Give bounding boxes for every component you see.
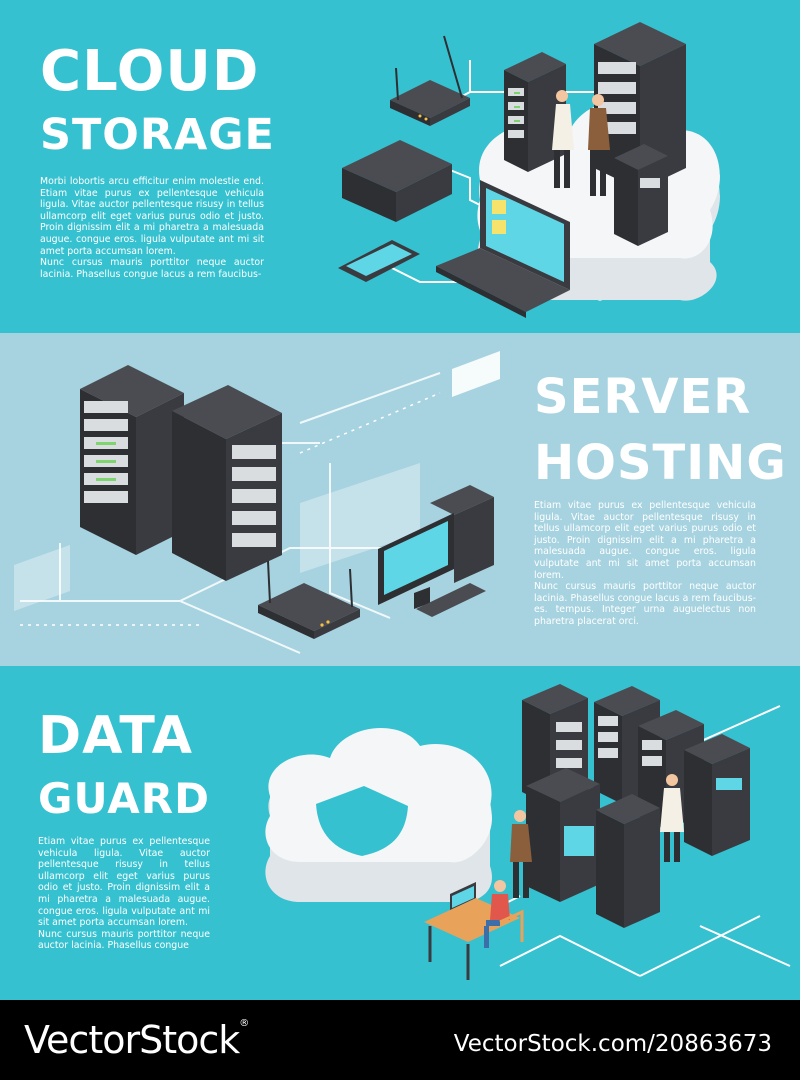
dashed-data-lines — [20, 392, 441, 626]
vectorstock-logo: VectorStock® — [24, 1018, 249, 1062]
cloud-storage-title-line2: STORAGE — [40, 110, 275, 160]
data-guard-description: Etiam vitae purus ex pellentesque vehicu… — [38, 836, 210, 952]
data-guard-paragraph-2: Nunc cursus mauris porttitor neque aucto… — [38, 928, 210, 952]
watermark-footer: VectorStock® VectorStock.com/20863673 — [0, 1000, 800, 1080]
registered-mark: ® — [239, 1018, 249, 1029]
cloud-storage-banner: CLOUD STORAGE Morbi lobortis arcu effici… — [0, 0, 800, 333]
server-hosting-banner: SERVER HOSTING Etiam vitae purus ex pell… — [0, 333, 800, 666]
laptop-icon — [436, 180, 570, 318]
cloud-storage-title-line1: CLOUD — [40, 39, 260, 104]
tablet-icon — [338, 240, 420, 282]
data-guard-paragraph-1: Etiam vitae purus ex pellentesque vehicu… — [38, 836, 210, 929]
technician-figure-icon — [588, 94, 610, 196]
server-rack-icon — [596, 794, 660, 928]
router-icon — [390, 35, 470, 126]
server-rack-icon — [172, 385, 282, 581]
data-guard-illustration — [265, 684, 791, 980]
network-storage-device-icon — [342, 140, 452, 222]
cloud-storage-description: Morbi lobortis arcu efficitur enim moles… — [40, 176, 264, 280]
server-rack-icon — [526, 768, 600, 902]
cloud-storage-paragraph-1: Morbi lobortis arcu efficitur enim moles… — [40, 176, 264, 257]
router-icon — [258, 560, 360, 639]
server-hosting-title-line2: HOSTING — [534, 435, 787, 491]
document-panels — [14, 351, 500, 611]
technician-figure-icon — [660, 774, 684, 862]
server-rack-icon — [80, 365, 184, 555]
technician-figure-icon — [552, 90, 574, 188]
data-guard-title: DATA GUARD — [38, 710, 210, 820]
server-hosting-paragraph-2: Nunc cursus mauris porttitor neque aucto… — [534, 581, 756, 627]
server-hosting-illustration — [14, 351, 500, 654]
server-hosting-title-line1: SERVER — [534, 369, 752, 425]
data-guard-title-line2: GUARD — [38, 774, 210, 823]
data-guard-banner: DATA GUARD Etiam vitae purus ex pellente… — [0, 666, 800, 1000]
technician-figure-icon — [484, 880, 524, 948]
server-rack-icon — [504, 52, 566, 172]
cloud-shield-icon — [265, 728, 492, 903]
server-hosting-description: Etiam vitae purus ex pellentesque vehicu… — [534, 500, 756, 628]
server-rack-icon — [684, 734, 750, 856]
vectorstock-logo-text: VectorStock — [24, 1018, 240, 1062]
server-hosting-title: SERVER HOSTING — [534, 373, 787, 487]
cloud-storage-illustration — [338, 22, 720, 318]
vectorstock-image-url: VectorStock.com/20863673 — [453, 1031, 772, 1057]
cloud-storage-paragraph-2: Nunc cursus mauris porttitor neque aucto… — [40, 257, 264, 280]
desktop-computer-icon — [378, 485, 494, 617]
server-rack-icon — [614, 144, 668, 246]
data-guard-title-line1: DATA — [38, 706, 194, 766]
server-hosting-paragraph-1: Etiam vitae purus ex pellentesque vehicu… — [534, 500, 756, 581]
technician-figure-icon — [510, 810, 532, 898]
cloud-storage-title: CLOUD STORAGE — [40, 44, 275, 157]
